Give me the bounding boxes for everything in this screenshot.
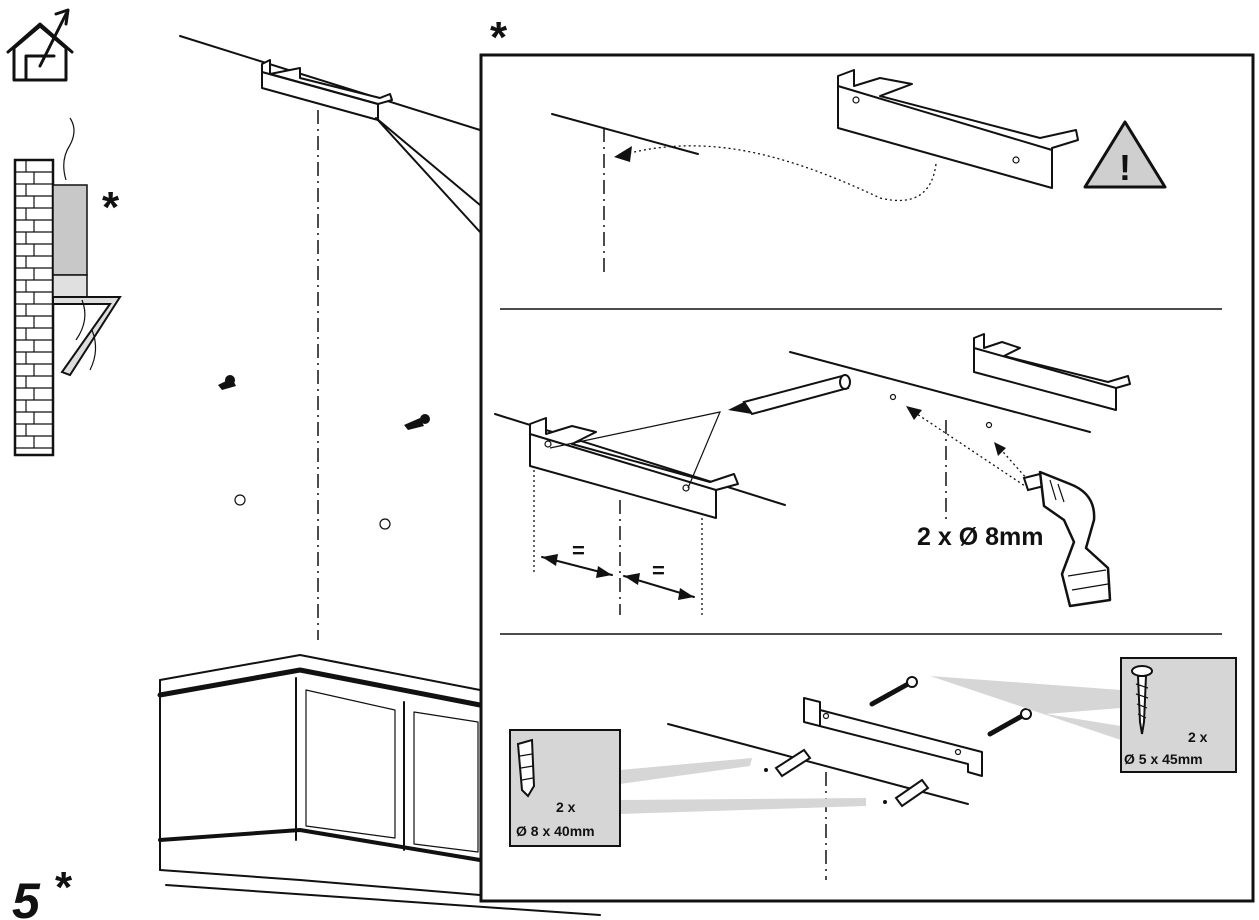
brick-course — [15, 292, 53, 305]
equal-mark-right: = — [652, 558, 665, 583]
ceiling-line — [179, 35, 481, 131]
placement-arrow-path — [625, 145, 937, 202]
wall-plug-spec-icon — [516, 738, 536, 798]
brick-course — [15, 160, 53, 173]
house-vent-icon — [6, 8, 74, 82]
brick-course — [15, 412, 53, 425]
pencil-guide-lines — [549, 411, 721, 489]
bracket-upper-right — [973, 333, 1131, 411]
drill-point-1 — [889, 393, 897, 401]
inset-asterisk: * — [490, 13, 508, 62]
brick-course — [15, 208, 53, 221]
wall-plug-icon-2 — [894, 778, 930, 808]
plug-qty-label: 2 x — [556, 799, 576, 815]
brick-course — [15, 340, 53, 353]
screw-spec-icon — [1131, 665, 1153, 735]
plug-size-label: Ø 8 x 40mm — [516, 823, 595, 839]
brick-course — [15, 256, 53, 269]
large-bracket — [837, 69, 1079, 189]
wall-anchor-left — [218, 375, 236, 390]
step-number: 5 — [12, 873, 41, 920]
screw-size-label: Ø 5 x 45mm — [1124, 751, 1203, 767]
panel-3-fixing: 2 x Ø 5 x 45mm 2 x Ø 8 x 40mm — [509, 657, 1237, 880]
wall-bracket-small — [261, 59, 393, 121]
panel-2-marking-drilling: = = 2 x Ø 8mm — [494, 333, 1131, 618]
screw-callout-pointer — [930, 676, 1121, 740]
screw-icon-2 — [987, 708, 1032, 737]
drill-hole-left — [234, 494, 246, 506]
panel-1-positioning — [551, 69, 1079, 275]
brick-course — [15, 304, 53, 317]
step-asterisk: * — [55, 863, 73, 912]
brick-course — [15, 436, 53, 449]
bracket-marking — [529, 417, 739, 519]
drill-icon — [1022, 470, 1112, 608]
zoom-lines — [375, 117, 481, 233]
brick-course — [15, 232, 53, 245]
brick-course — [15, 172, 53, 185]
drill-arrow-1 — [907, 407, 1029, 489]
brick-course — [15, 244, 53, 257]
drill-point-2 — [985, 421, 993, 429]
svg-text:!: ! — [1119, 147, 1131, 188]
brick-course — [15, 364, 53, 377]
brick-course — [15, 268, 53, 281]
wall-plug-icon-1 — [774, 748, 812, 778]
brick-course — [15, 424, 53, 437]
brick-course — [15, 388, 53, 401]
brick-course — [15, 316, 53, 329]
brick-course — [15, 328, 53, 341]
warning-triangle-icon: ! — [1083, 120, 1167, 189]
brick-course — [15, 376, 53, 389]
placement-arrow-head — [614, 146, 632, 162]
chimney-wall-sketch — [13, 117, 122, 457]
drill-hole-right — [379, 518, 391, 530]
brick-course — [15, 184, 53, 197]
brick-course — [15, 400, 53, 413]
equal-mark-left: = — [572, 538, 585, 563]
plug-callout-pointer — [620, 758, 866, 814]
drill-size-label: 2 x Ø 8mm — [917, 523, 1043, 551]
brick-course — [15, 280, 53, 293]
screw-qty-label: 2 x — [1188, 729, 1208, 745]
brick-course — [15, 352, 53, 365]
kitchen-cabinets — [157, 654, 601, 916]
bracket-fixed — [803, 697, 983, 777]
side-asterisk: * — [102, 183, 120, 232]
screw-icon-1 — [869, 676, 918, 707]
wall-anchor-right — [404, 414, 430, 430]
brick-course — [15, 220, 53, 233]
brick-course — [15, 196, 53, 209]
pencil-icon — [728, 374, 851, 416]
